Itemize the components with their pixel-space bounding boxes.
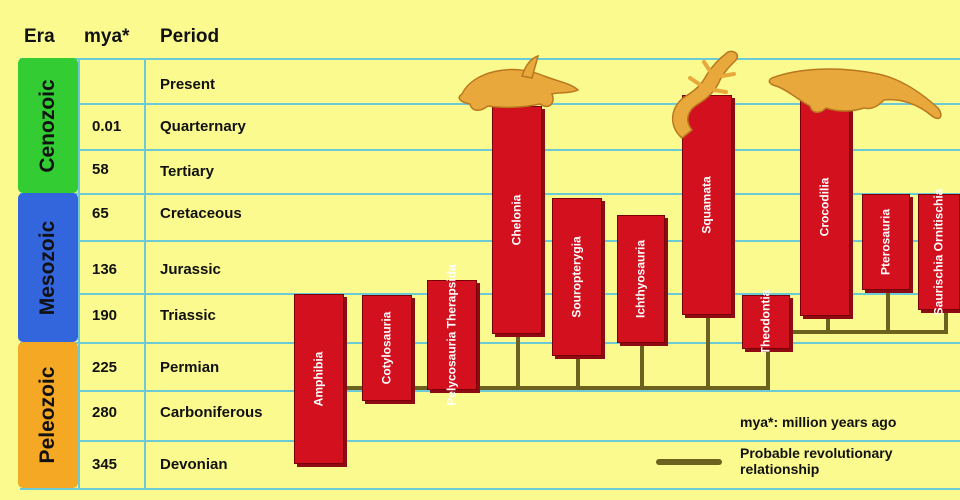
grid-line bbox=[20, 193, 960, 195]
grid-line bbox=[20, 342, 960, 344]
taxon-bar-souropterygia: Souropterygia bbox=[552, 198, 602, 356]
mya-value: 225 bbox=[92, 359, 118, 376]
mya-value: 280 bbox=[92, 404, 118, 421]
taxon-bar-pterosauria: Pterosauria bbox=[862, 194, 910, 290]
period-name: Quarternary bbox=[160, 118, 246, 135]
legend-line-label: Probable revolutionary relationship bbox=[740, 445, 893, 477]
taxon-label: Saurischia Ornitischia bbox=[931, 188, 946, 316]
grid-line bbox=[20, 240, 960, 242]
grid-line bbox=[20, 149, 960, 151]
taxon-bar-ichthyosauria: Ichthyosauria bbox=[617, 215, 665, 343]
mya-value: 190 bbox=[92, 307, 118, 324]
taxon-bar-saurischia-ornitischia: Saurischia Ornitischia bbox=[918, 189, 960, 315]
era-cenozoic: Cenozoic bbox=[18, 58, 78, 193]
taxon-label: Cotylosauria bbox=[379, 311, 394, 385]
taxon-label: Theodontia bbox=[758, 289, 773, 355]
taxon-label: Pelycosauria Therapsida bbox=[444, 264, 459, 406]
era-label: Mesozoic bbox=[36, 220, 59, 315]
grid-line bbox=[20, 58, 960, 60]
mya-value: 345 bbox=[92, 456, 118, 473]
taxon-label: Squamata bbox=[699, 176, 714, 234]
grid-line-vertical bbox=[78, 58, 80, 488]
legend-line-swatch bbox=[656, 459, 722, 465]
period-name: Carboniferous bbox=[160, 404, 263, 421]
grid-line bbox=[20, 390, 960, 392]
taxon-bar-chelonia: Chelonia bbox=[492, 106, 542, 334]
taxon-label: Chelonia bbox=[509, 194, 524, 246]
relationship-line bbox=[640, 340, 644, 388]
mya-value: 0.01 bbox=[92, 118, 122, 135]
relationship-line bbox=[944, 306, 948, 332]
taxon-label: Pterosauria bbox=[878, 208, 893, 276]
grid-line-vertical bbox=[144, 58, 146, 488]
taxon-bar-cotylosauria: Cotylosauria bbox=[362, 295, 412, 401]
taxon-bar-pelycosauria-therapsida: Pelycosauria Therapsida bbox=[427, 264, 477, 406]
period-name: Jurassic bbox=[160, 261, 221, 278]
mya-value: 65 bbox=[92, 205, 109, 222]
taxon-bar-amphibia: Amphibia bbox=[294, 294, 344, 464]
header-mya: mya* bbox=[84, 26, 130, 47]
lizard-icon bbox=[672, 50, 739, 139]
taxon-bar-theodontia: Theodontia bbox=[742, 290, 790, 354]
taxon-label: Souropterygia bbox=[569, 236, 584, 318]
era-mesozoic: Mesozoic bbox=[18, 193, 78, 342]
relationship-line bbox=[576, 352, 580, 388]
taxon-label: Crocodilia bbox=[817, 177, 832, 237]
era-label: Peleozoic bbox=[36, 366, 59, 464]
period-name: Cretaceous bbox=[160, 205, 242, 222]
header-period: Period bbox=[160, 26, 220, 47]
relationship-line bbox=[826, 312, 830, 332]
period-name: Triassic bbox=[160, 307, 216, 324]
mya-value: 58 bbox=[92, 161, 109, 178]
taxon-label: Amphibia bbox=[311, 351, 326, 407]
taxon-label: Ichthyosauria bbox=[633, 239, 648, 319]
relationship-line bbox=[340, 386, 770, 390]
mya-value: 136 bbox=[92, 261, 118, 278]
relationship-line bbox=[516, 330, 520, 388]
header-era: Era bbox=[24, 26, 55, 47]
legend-note: mya*: million years ago bbox=[740, 414, 897, 430]
period-name: Devonian bbox=[160, 456, 228, 473]
period-name: Permian bbox=[160, 359, 220, 376]
relationship-line bbox=[766, 344, 770, 388]
period-name: Present bbox=[160, 76, 216, 93]
era-paleozoic: Peleozoic bbox=[18, 342, 78, 488]
turtle-icon bbox=[458, 54, 580, 111]
period-name: Tertiary bbox=[160, 163, 214, 180]
grid-line bbox=[20, 488, 960, 490]
relationship-line bbox=[706, 310, 710, 388]
era-label: Cenozoic bbox=[36, 78, 59, 173]
grid-line bbox=[20, 440, 960, 442]
relationship-line bbox=[780, 330, 948, 334]
crocodile-icon bbox=[768, 68, 942, 120]
grid-line bbox=[20, 293, 960, 295]
relationship-line bbox=[886, 286, 890, 332]
